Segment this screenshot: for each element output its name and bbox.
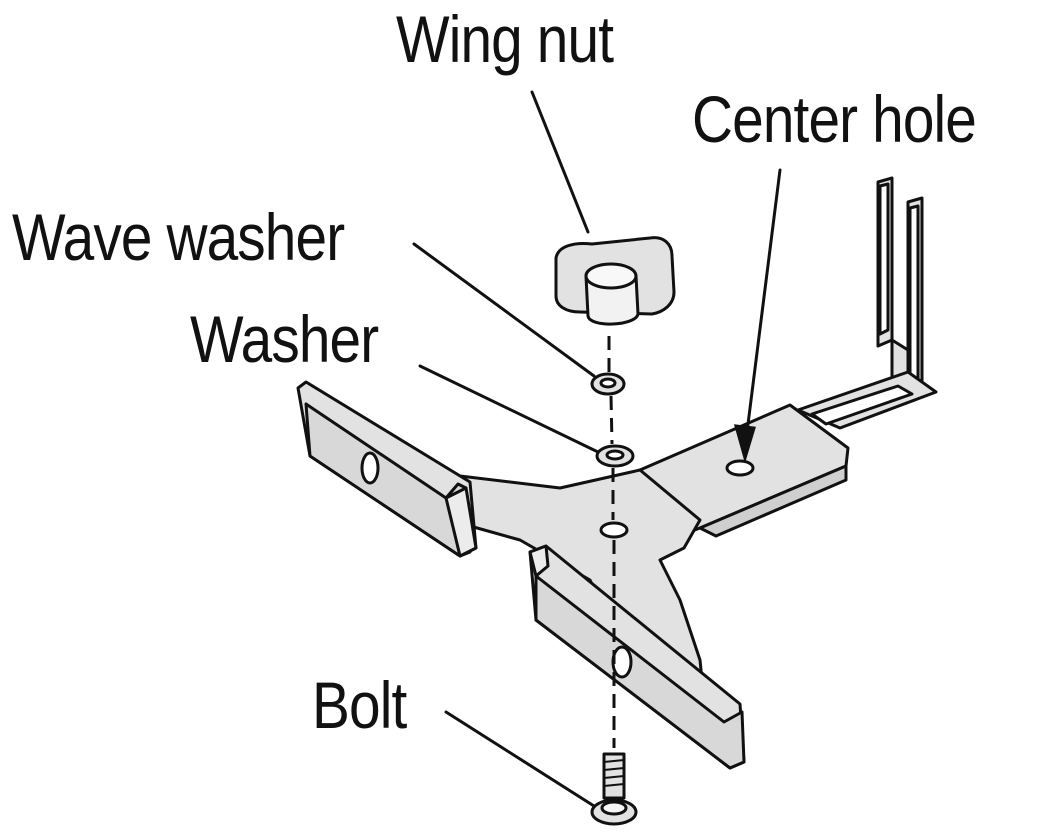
wing-nut-leader bbox=[530, 90, 590, 234]
center-hole bbox=[725, 459, 755, 477]
center-hole-label: Center hole bbox=[692, 82, 977, 156]
vertical-bracket bbox=[796, 176, 938, 430]
left-flap bbox=[296, 380, 478, 558]
wave-washer-label: Wave washer bbox=[12, 200, 345, 274]
washer-leader bbox=[418, 364, 600, 454]
bolt-label: Bolt bbox=[312, 668, 407, 742]
center-plate-hole bbox=[599, 521, 629, 539]
front-flap-hole bbox=[611, 645, 633, 679]
wing-nut-icon bbox=[554, 236, 676, 326]
wing-nut-label: Wing nut bbox=[396, 2, 614, 76]
center-hole-arrowhead bbox=[733, 424, 756, 464]
wave-washer-icon bbox=[590, 372, 626, 396]
washer-icon bbox=[595, 444, 635, 468]
center-hole-leader bbox=[744, 168, 782, 442]
washer-label: Washer bbox=[190, 302, 379, 376]
wave-washer-leader bbox=[412, 242, 596, 378]
assembly-axis bbox=[607, 336, 616, 748]
bolt-icon bbox=[590, 752, 638, 826]
left-flap-hole bbox=[360, 451, 380, 485]
bolt-leader bbox=[444, 710, 596, 808]
front-flap bbox=[528, 544, 746, 770]
